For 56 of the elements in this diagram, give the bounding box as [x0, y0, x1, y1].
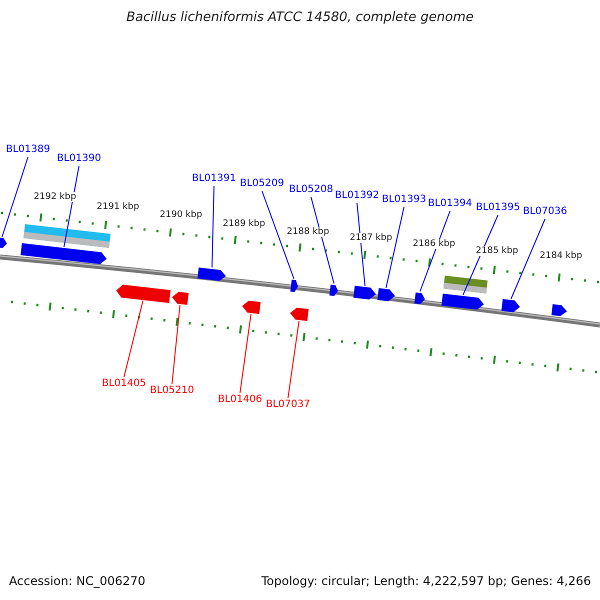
- gene-glyph: [197, 266, 227, 282]
- gene-label: BL01392: [334, 190, 380, 202]
- gene-glyph: [441, 294, 485, 310]
- gene-glyph: [241, 300, 261, 314]
- gene-label: BL01395: [476, 202, 520, 214]
- leader-line: [462, 214, 498, 296]
- gene-label: BL05210: [150, 385, 194, 397]
- scale-label: 2189 kbp: [222, 219, 266, 229]
- leader-line: [510, 218, 546, 300]
- leader-line: [262, 190, 294, 280]
- gene-label: BL01389: [6, 144, 50, 156]
- gene-glyph: [376, 288, 396, 302]
- gene-label: BL07037: [266, 399, 310, 411]
- leader-line: [240, 314, 252, 394]
- leader-line: [356, 202, 366, 286]
- genome-summary: Topology: circular; Length: 4,222,597 bp; Genes: 4,266: [261, 574, 591, 588]
- gene-glyph: [501, 299, 521, 313]
- gene-glyph: [0, 237, 8, 249]
- scale-label: 2190 kbp: [158, 210, 204, 220]
- map-title: Bacillus licheniformis ATCC 14580, complete genome: [125, 10, 475, 25]
- feature-bar: [23, 224, 111, 248]
- feature-bar: [442, 275, 488, 293]
- accession-note: Accession: NC_006270: [9, 574, 146, 588]
- gene-glyph: [550, 304, 568, 316]
- gene-label: BL01390: [56, 153, 102, 165]
- gene-glyph: [20, 243, 108, 265]
- gene-glyph: [290, 280, 298, 292]
- leader-line: [310, 196, 334, 284]
- leader-line: [64, 166, 80, 248]
- scale-label: 2188 kbp: [286, 227, 330, 237]
- scale-label: 2192 kbp: [32, 192, 78, 202]
- leader-line: [172, 304, 180, 384]
- leader-line: [124, 300, 144, 378]
- gene-glyph: [171, 291, 189, 305]
- leader-line: [386, 206, 404, 288]
- gene-glyph: [414, 292, 426, 304]
- leader-line: [2, 156, 28, 238]
- gene-glyph: [329, 284, 339, 296]
- gene-glyph: [353, 286, 377, 300]
- gene-label: BL01406: [218, 394, 262, 406]
- scale-label: 2186 kbp: [412, 239, 456, 249]
- gene-label: BL01393: [382, 194, 426, 206]
- leader-line: [212, 186, 214, 268]
- gene-label: BL01394: [428, 198, 472, 210]
- gene-label: BL01405: [102, 378, 146, 390]
- scale-label: 2191 kbp: [96, 202, 140, 212]
- gene-label: BL05208: [288, 184, 334, 196]
- scale-label: 2185 kbp: [474, 246, 520, 256]
- scale-label: 2184 kbp: [538, 251, 584, 261]
- leader-line: [420, 210, 450, 292]
- gene-label: BL07036: [522, 206, 568, 218]
- gene-label: BL01391: [192, 173, 236, 185]
- leader-line: [288, 320, 300, 398]
- gene-label: BL05209: [240, 178, 284, 190]
- scale-label: 2187 kbp: [348, 233, 394, 243]
- gene-glyph: [289, 307, 309, 321]
